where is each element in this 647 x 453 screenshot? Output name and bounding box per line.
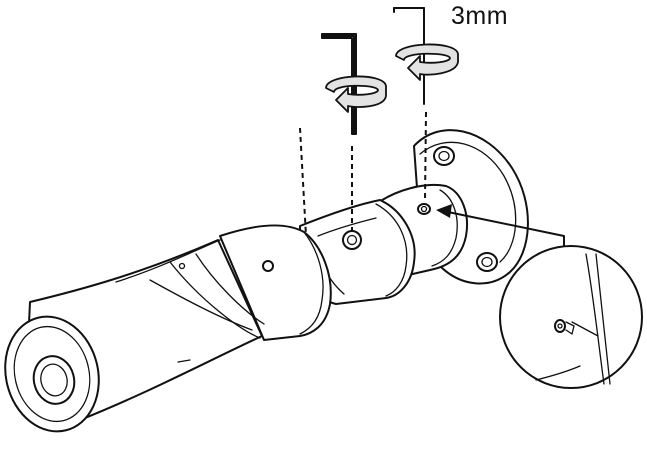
- guide-line-right: [424, 111, 427, 201]
- pointer-arrowhead: [436, 204, 452, 218]
- rotate-arrow-icon: [395, 43, 459, 81]
- guide-line-left: [299, 127, 307, 237]
- hex-key-icon: [393, 7, 425, 105]
- camera-lens-front: [4, 315, 100, 433]
- detail-screw: [554, 319, 566, 333]
- camera-rear-cap: [219, 224, 332, 341]
- base-screw-hole-top: [433, 146, 455, 166]
- rear-cap-screw: [262, 260, 274, 272]
- side-locking-screw: [417, 203, 431, 215]
- hex-key-size-label: 3mm: [451, 2, 509, 30]
- joint-locking-screw: [342, 230, 362, 250]
- base-screw-hole-bottom: [476, 252, 498, 272]
- magnified-detail: [499, 245, 643, 389]
- rotate-arrow-icon: [325, 75, 387, 113]
